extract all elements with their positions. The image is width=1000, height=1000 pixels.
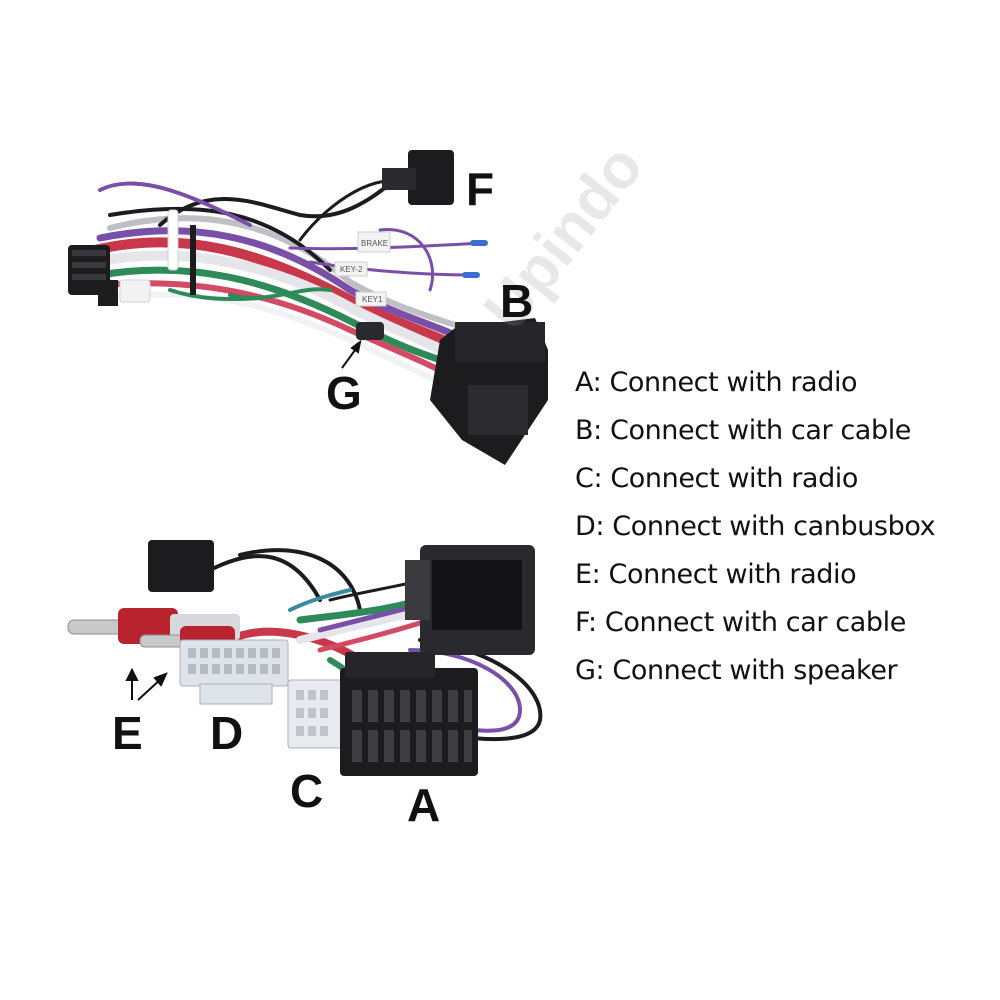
top-wire-bundle (90, 178, 482, 393)
top-white-plug (119, 279, 151, 303)
tag-brake: BRAKE (361, 239, 388, 248)
top-harness: BRAKE KEY-2 KEY1 (68, 150, 548, 465)
tag-key2: KEY-2 (340, 265, 363, 274)
label-d: D (210, 707, 244, 759)
label-a: A (407, 779, 441, 831)
connector-a (340, 652, 478, 776)
connector-d (179, 639, 289, 705)
legend-item: B: Connect with car cable (575, 415, 912, 446)
label-f: F (466, 163, 495, 215)
connector-f (382, 150, 454, 205)
connection-legend: A: Connect with radio B: Connect with ca… (575, 364, 936, 700)
e-arrows (125, 667, 168, 701)
legend-item: F: Connect with car cable (575, 607, 906, 638)
label-c: C (290, 765, 324, 817)
cable-tie (190, 225, 196, 295)
blue-pin-upper (470, 240, 488, 246)
tag-key1: KEY1 (362, 295, 383, 304)
g-arrow (341, 339, 362, 369)
legend-item: D: Connect with canbusbox (575, 511, 936, 542)
legend-item: G: Connect with speaker (575, 655, 898, 686)
bottom-car-connector (405, 545, 535, 655)
cable-tie (167, 209, 179, 271)
bottom-black-plug (148, 540, 214, 592)
top-left-connector (68, 245, 118, 306)
label-b: B (500, 275, 534, 327)
paper-tags: BRAKE KEY-2 KEY1 (334, 231, 391, 307)
label-g: G (326, 367, 362, 419)
connector-c (287, 679, 343, 749)
bottom-harness (67, 540, 543, 776)
connector-b (430, 318, 548, 465)
label-e: E (112, 707, 143, 759)
blue-pin-lower (462, 272, 480, 278)
g-clip (356, 322, 384, 340)
legend-item: C: Connect with radio (575, 463, 859, 494)
legend-item: A: Connect with radio (575, 367, 858, 398)
legend-item: E: Connect with radio (575, 559, 857, 590)
